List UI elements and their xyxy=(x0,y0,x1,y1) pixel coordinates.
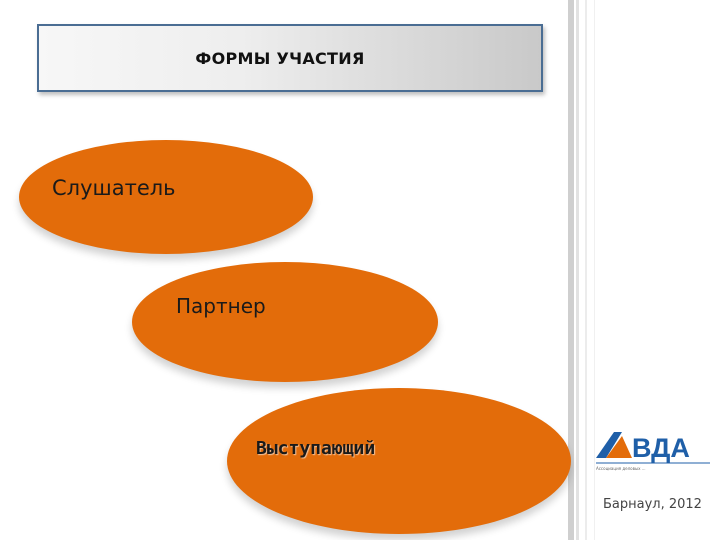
vda-logo: ВДА Ассоциация деловых ... xyxy=(596,432,710,471)
sidebar-stripe xyxy=(568,0,574,540)
slide-title: ФОРМЫ УЧАСТИЯ xyxy=(195,48,365,68)
footer-city-year: Барнаул, 2012 xyxy=(603,497,702,512)
logo-triangle-right xyxy=(606,436,632,458)
logo-tagline: Ассоциация деловых ... xyxy=(596,466,646,471)
title-box: ФОРМЫ УЧАСТИЯ xyxy=(37,24,543,92)
sidebar-stripe xyxy=(576,0,579,540)
logo-triangle-left xyxy=(596,432,622,458)
participation-label-speaker: Выступающий xyxy=(256,438,376,459)
participation-label-partner: Партнер xyxy=(176,294,266,318)
sidebar-stripe xyxy=(585,0,587,540)
logo-text: ВДА xyxy=(632,433,690,463)
participation-ellipse-listener xyxy=(19,140,313,254)
participation-ellipse-partner xyxy=(132,262,438,382)
participation-ellipse-speaker xyxy=(227,388,571,534)
sidebar-stripe xyxy=(594,0,595,540)
participation-label-listener: Слушатель xyxy=(52,176,176,200)
